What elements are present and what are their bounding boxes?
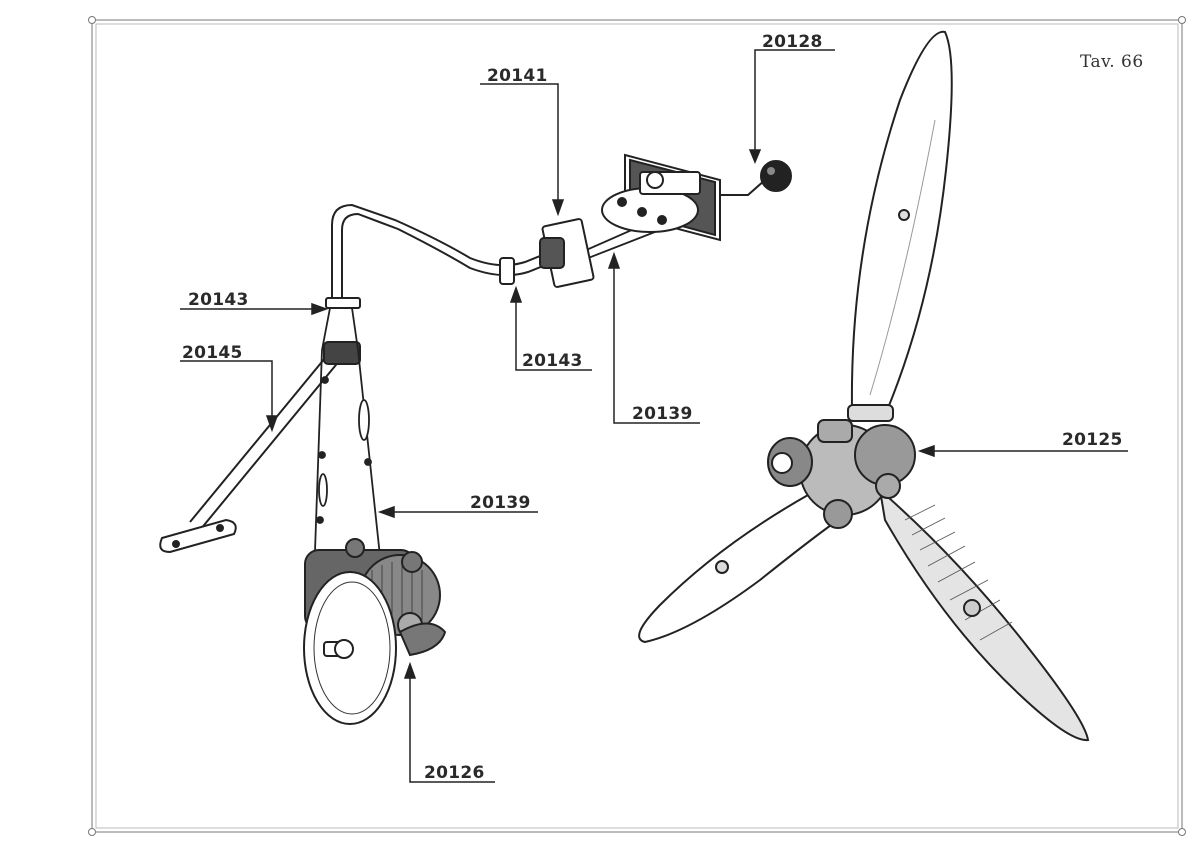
- control-cables: [313, 221, 661, 581]
- callout-20128: 20128: [762, 32, 823, 52]
- tube-clamp: [323, 297, 361, 365]
- leader-lines: [180, 49, 1128, 783]
- control-box: [601, 153, 792, 242]
- callout-20143-left: 20143: [188, 290, 249, 310]
- callout-20143-bottom: 20143: [522, 351, 583, 371]
- plate-frame: [88, 16, 1186, 836]
- callout-20139-upper: 20139: [632, 404, 693, 424]
- callout-20125: 20125: [1062, 430, 1123, 450]
- propeller: [638, 30, 1090, 742]
- callout-20145: 20145: [182, 343, 243, 363]
- support-arm: [159, 203, 559, 554]
- plate-number: Tav. 66: [1080, 52, 1144, 72]
- callout-20139-lower: 20139: [470, 493, 531, 513]
- wind-generator: [303, 538, 447, 725]
- cable-fitting: [539, 218, 595, 288]
- callout-20141: 20141: [487, 66, 548, 86]
- callout-20126: 20126: [424, 763, 485, 783]
